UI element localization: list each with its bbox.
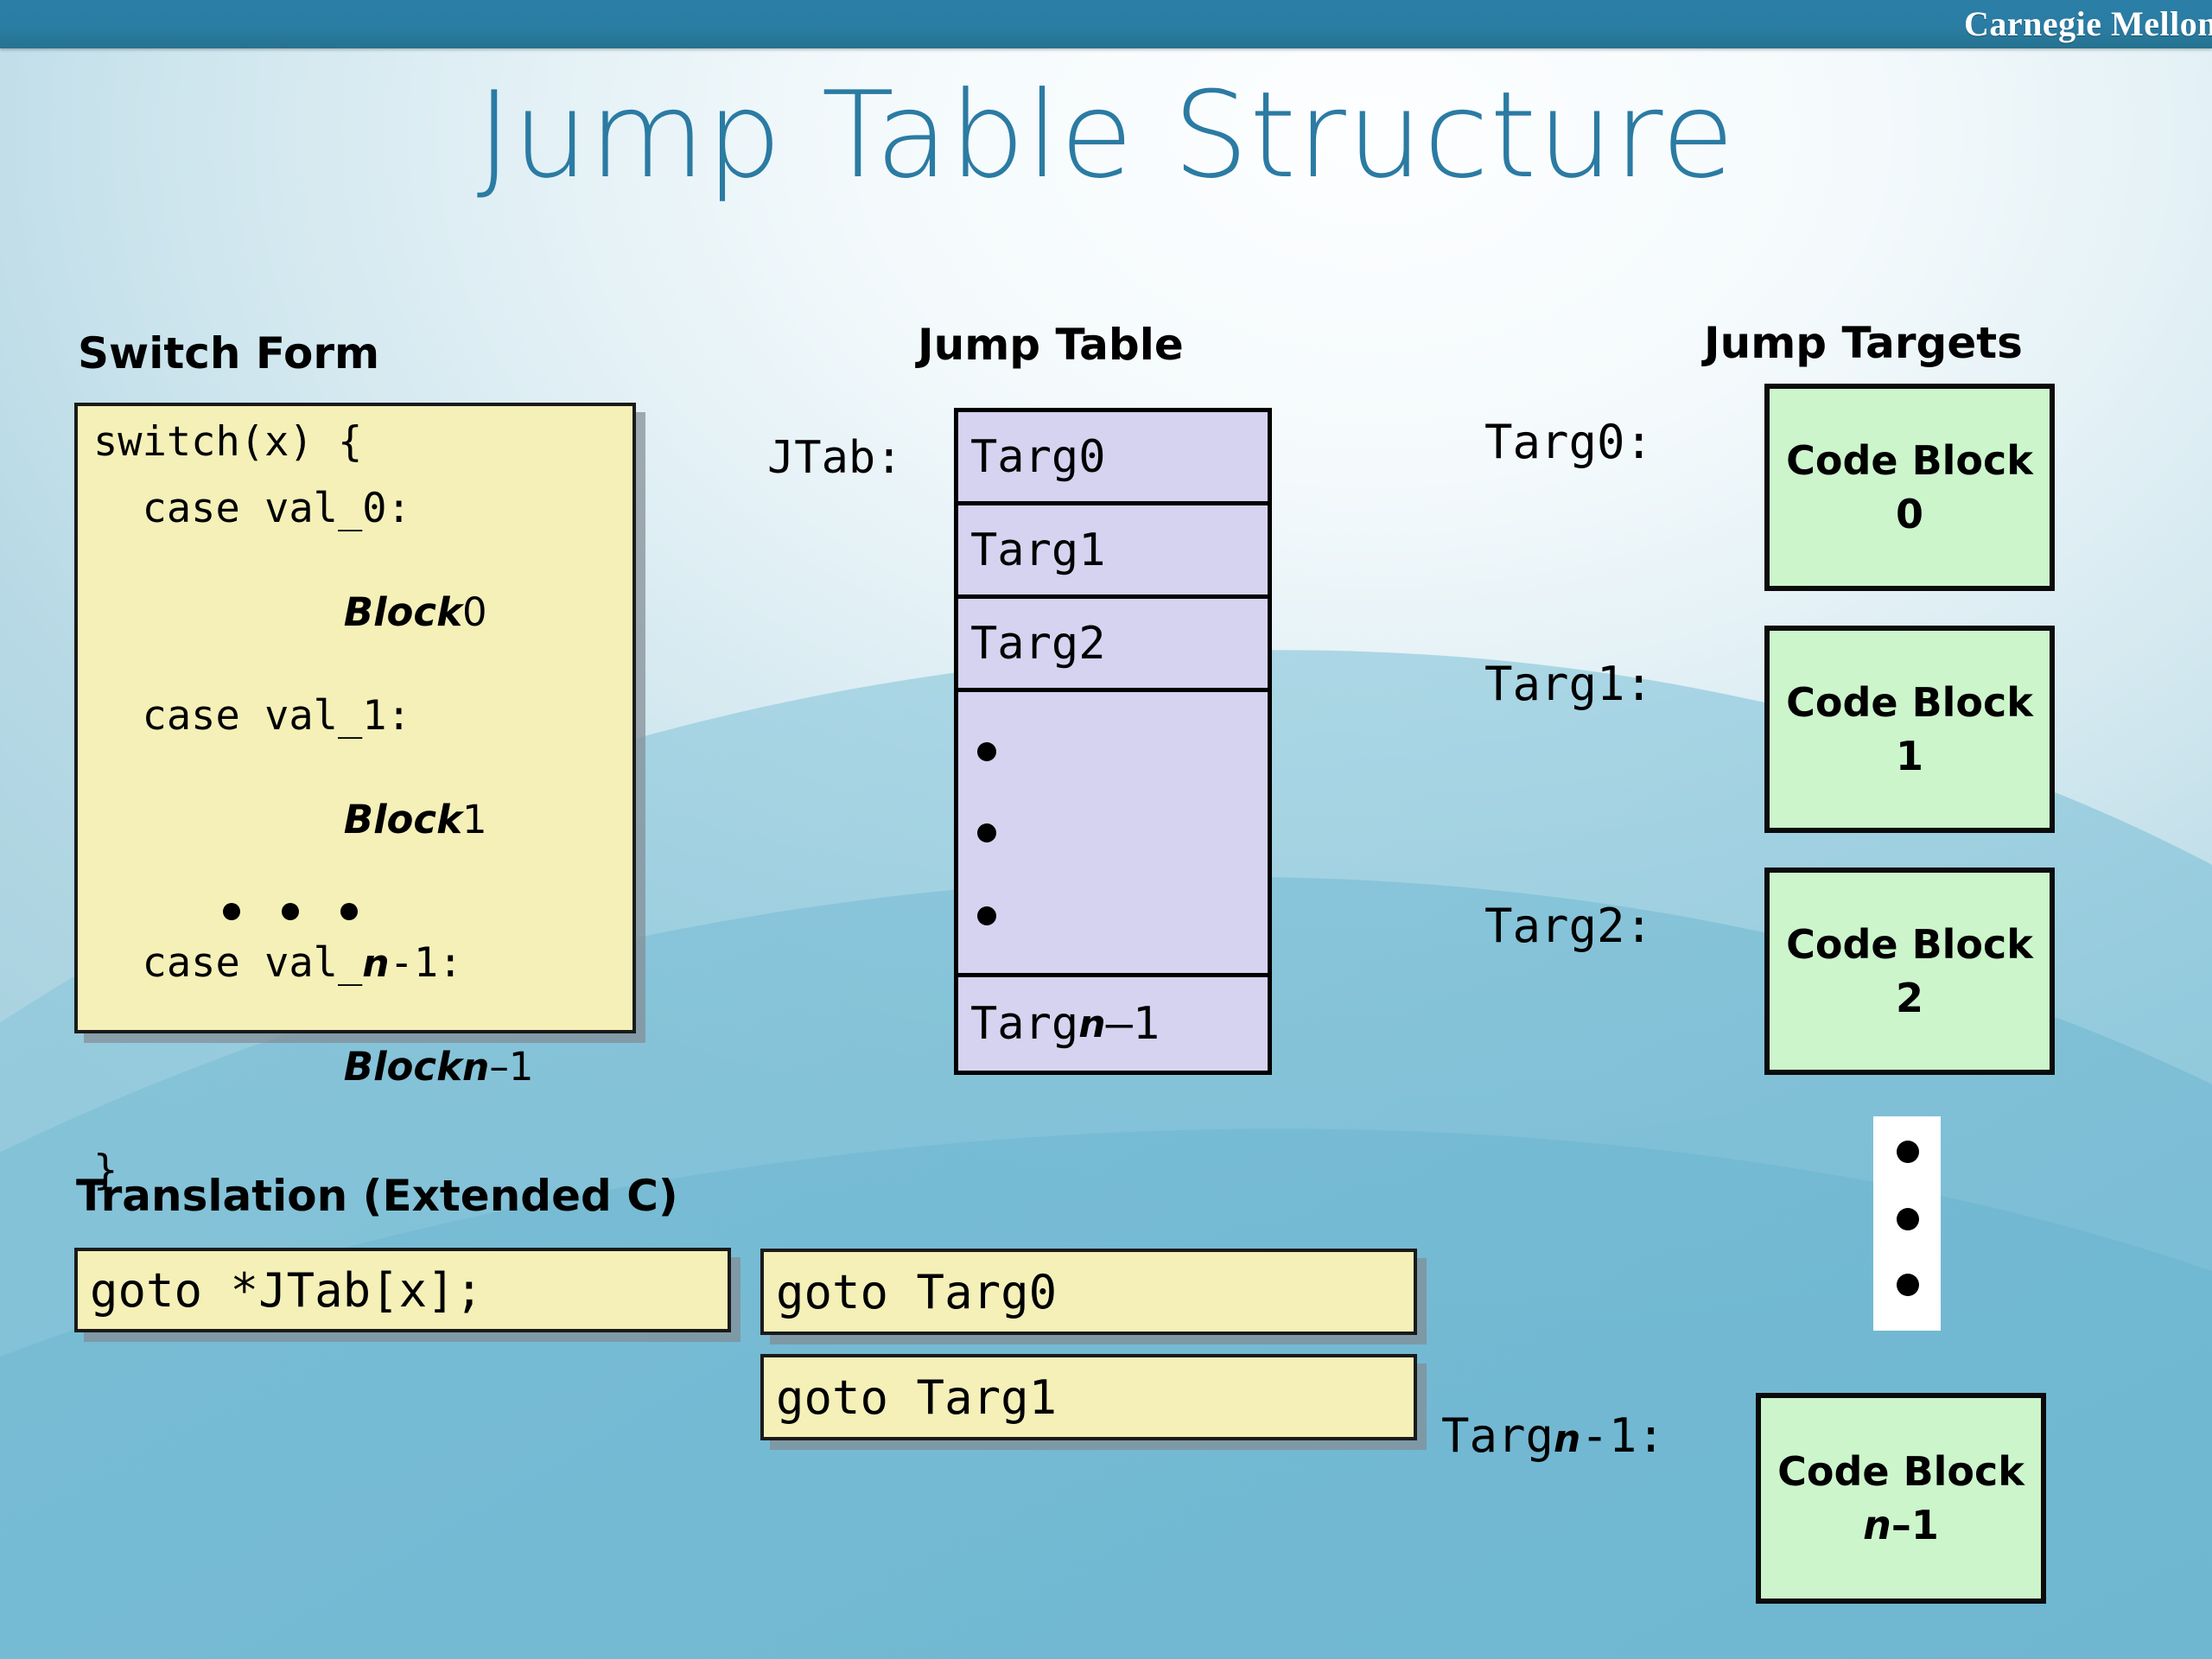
ellipsis-dot xyxy=(340,903,358,920)
switch-form-code-box: switch(x) { case val_0: Block0 case val_… xyxy=(74,403,636,1191)
block-keyword: Block xyxy=(343,1044,463,1090)
brand-label: Carnegie Mellon xyxy=(1964,4,2212,43)
ellipsis-dot xyxy=(1897,1274,1919,1296)
ellipsis-dot xyxy=(977,742,996,761)
code-block-index: 2 xyxy=(1895,975,1923,1021)
switch-form-heading: Switch Form xyxy=(78,328,380,378)
block-index: 0 xyxy=(462,589,487,635)
jump-table-heading: Jump Table xyxy=(918,320,1184,370)
targ-prefix: Targ xyxy=(970,998,1079,1050)
switch-ellipsis xyxy=(93,903,615,920)
jump-table-cell: Targ0 xyxy=(958,412,1268,505)
targ-n-symbol: n xyxy=(1078,1001,1106,1046)
switch-line-9: } xyxy=(93,1147,118,1194)
translation-heading: Translation (Extended C) xyxy=(76,1171,678,1221)
block-keyword: Block xyxy=(343,797,463,842)
goto-targ0-box: goto Targ0 xyxy=(760,1249,1417,1335)
ellipsis-dot xyxy=(223,903,240,920)
targ1-label: Targ1: xyxy=(1484,657,1654,711)
ellipsis-dot xyxy=(977,823,996,842)
jump-targets-heading: Jump Targets xyxy=(1704,318,2023,368)
case-prefix: case val_ xyxy=(93,939,363,987)
switch-line-8: Blockn–1 xyxy=(93,1006,615,1128)
targ-prefix: Targ xyxy=(1441,1408,1554,1463)
code-block-1: Code Block 1 xyxy=(1764,626,2055,833)
case-n-symbol: n xyxy=(362,942,390,986)
jump-table-cell: Targ2 xyxy=(958,599,1268,692)
code-block-n-suffix: –1 xyxy=(1891,1502,1939,1548)
switch-line-1: switch(x) { xyxy=(93,418,363,466)
code-block-0: Code Block 0 xyxy=(1764,384,2055,591)
code-block-index: 0 xyxy=(1895,491,1923,537)
code-block-title: Code Block xyxy=(1786,678,2033,726)
targ2-label: Targ2: xyxy=(1484,899,1654,953)
page-title: Jump Table Structure xyxy=(476,66,1736,205)
code-block-n: Code Block n–1 xyxy=(1756,1393,2046,1604)
targ-suffix: -1: xyxy=(1580,1408,1665,1463)
block-keyword: Block xyxy=(343,589,463,635)
switch-line-2: case val_0: xyxy=(93,485,411,532)
jtab-label: JTab: xyxy=(767,432,903,484)
switch-line-5: Block1 xyxy=(93,759,615,880)
block-index: 1 xyxy=(462,797,487,842)
code-block-index: 1 xyxy=(1895,733,1923,779)
switch-line-7: case val_n-1: xyxy=(93,943,615,983)
case-suffix: -1: xyxy=(389,939,463,987)
goto-targ1-box: goto Targ1 xyxy=(760,1354,1417,1440)
code-block-index-n: n–1 xyxy=(1863,1498,1939,1552)
ellipsis-dot xyxy=(1897,1141,1919,1163)
switch-line-3: Block0 xyxy=(93,551,615,673)
switch-line-4: case val_1: xyxy=(93,692,411,740)
targ-n-symbol: n xyxy=(1554,1417,1581,1461)
vertical-ellipsis xyxy=(1873,1116,1941,1331)
code-block-title: Code Block xyxy=(1786,436,2033,484)
goto-jtab-box: goto *JTab[x]; xyxy=(74,1248,731,1332)
ellipsis-dot xyxy=(282,903,299,920)
targ-suffix: –1 xyxy=(1105,998,1160,1050)
ellipsis-dot xyxy=(1897,1208,1919,1230)
code-block-n-symbol: n xyxy=(1863,1502,1891,1548)
code-block-title: Code Block xyxy=(1786,920,2033,968)
code-block-2: Code Block 2 xyxy=(1764,868,2055,1075)
code-block-title: Code Block xyxy=(1777,1447,2024,1495)
jump-table-ellipsis-cell xyxy=(958,692,1268,977)
ellipsis-dot xyxy=(977,906,996,925)
targ0-label: Targ0: xyxy=(1484,415,1654,469)
block-suffix: –1 xyxy=(489,1044,534,1090)
header-bar: Carnegie Mellon xyxy=(0,0,2212,48)
targn-label: Targn-1: xyxy=(1441,1408,1665,1463)
block-n-symbol: n xyxy=(462,1046,490,1090)
jump-table-cell: Targ1 xyxy=(958,505,1268,599)
